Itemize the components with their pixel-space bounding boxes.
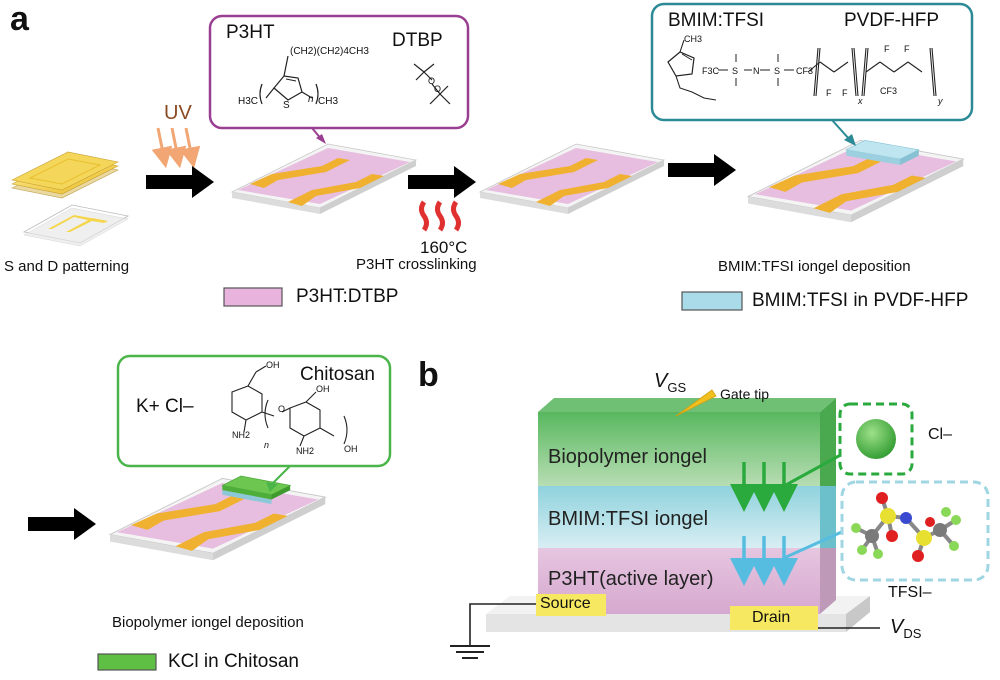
caption-bmim-deposition: BMIM:TFSI iongel deposition — [718, 258, 911, 275]
caption-crosslinking: P3HT crosslinking — [356, 256, 477, 273]
device-with-bmim-iongel — [746, 139, 965, 223]
uv-label: UV — [164, 102, 192, 124]
tfsi-ion-callout — [840, 480, 990, 582]
cl-ion-callout — [838, 402, 914, 476]
caption-patterning: S and D patterning — [4, 258, 130, 275]
process-arrows — [28, 154, 736, 540]
layer-p3ht-label: P3HT(active layer) — [548, 568, 714, 590]
legend-bmim-pvdf: BMIM:TFSI in PVDF-HFP — [752, 290, 969, 311]
device-with-biopolymer-iongel — [108, 475, 327, 561]
legend-swatch-kcl — [97, 653, 157, 671]
chitosan-nh2-1: NH2 — [232, 430, 251, 440]
patterning-illustration — [11, 151, 130, 247]
source-label: Source — [540, 595, 591, 612]
vds-label: VDS — [890, 616, 922, 641]
legend-swatch-p3ht — [223, 287, 283, 307]
chitosan-oh2: OH — [316, 384, 330, 394]
chitosan-o: O — [278, 404, 286, 414]
panel-a-letter: a — [10, 0, 29, 38]
layer-bmim-label: BMIM:TFSI iongel — [548, 508, 709, 530]
chitosan-nh2-2: NH2 — [296, 446, 315, 456]
callout-p3ht-dtbp — [208, 14, 470, 144]
heat-icon — [419, 200, 461, 232]
p3ht-end-right: CH3 — [318, 96, 339, 107]
layer-biopolymer-label: Biopolymer iongel — [548, 446, 707, 468]
pvdf-f2: F — [842, 88, 848, 98]
pvdf-x: x — [858, 96, 863, 106]
callout-chitosan-name: Chitosan — [300, 364, 375, 385]
tfsi-s-left: S — [732, 66, 739, 76]
gate-tip-label: Gate tip — [720, 386, 770, 402]
callout-dtbp-name: DTBP — [392, 30, 443, 51]
device-after-crosslinking — [478, 143, 666, 214]
p3ht-end-left: H3C — [238, 96, 259, 107]
caption-biopolymer-deposition: Biopolymer iongel deposition — [112, 614, 304, 631]
drain-label: Drain — [752, 609, 791, 626]
hfp-y: y — [938, 96, 943, 106]
callout-p3ht-name: P3HT — [226, 22, 275, 43]
legend-kcl-chitosan: KCl in Chitosan — [168, 651, 299, 672]
tfsi-n: N — [753, 66, 760, 76]
chitosan-n: n — [264, 440, 270, 450]
legend-swatch-bmim — [681, 291, 743, 311]
temperature-label: 160°C — [420, 238, 468, 257]
legend-p3ht-dtbp: P3HT:DTBP — [296, 286, 399, 307]
chitosan-oh1: OH — [266, 360, 280, 370]
callout-chitosan — [116, 354, 392, 492]
hfp-f1: F — [884, 44, 890, 54]
hfp-f2: F — [904, 44, 910, 54]
p3ht-side-chain: (CH2)(CH2)4CH3 — [290, 46, 369, 57]
pvdf-f: F — [826, 88, 832, 98]
p3ht-repeat-n: n — [308, 94, 314, 105]
p3ht-sulfur: S — [283, 100, 290, 111]
tfsi-ion-label: TFSI– — [888, 584, 932, 601]
panel-b-letter: b — [418, 356, 439, 394]
callout-bmim-pvdf — [650, 2, 974, 146]
ion-drift-arrows — [730, 450, 847, 586]
dtbp-o2: O — [434, 84, 442, 94]
callout-ions: K+ Cl– — [136, 396, 194, 417]
chitosan-oh3: OH — [344, 444, 358, 454]
callout-pvdf-name: PVDF-HFP — [844, 10, 939, 31]
bmim-methyl: CH3 — [684, 34, 703, 44]
tfsi-cf3-right: CF3 — [796, 66, 814, 76]
uv-arrows — [151, 127, 201, 169]
cl-ion-label: Cl– — [928, 426, 953, 443]
callout-bmim-name: BMIM:TFSI — [668, 10, 765, 31]
dtbp-o1: O — [428, 76, 436, 86]
device-after-uv — [230, 143, 418, 214]
tfsi-cf3-left: F3C — [702, 66, 720, 76]
tfsi-s-right: S — [774, 66, 781, 76]
vgs-label: VGS — [654, 370, 687, 395]
hfp-cf3: CF3 — [880, 86, 898, 96]
